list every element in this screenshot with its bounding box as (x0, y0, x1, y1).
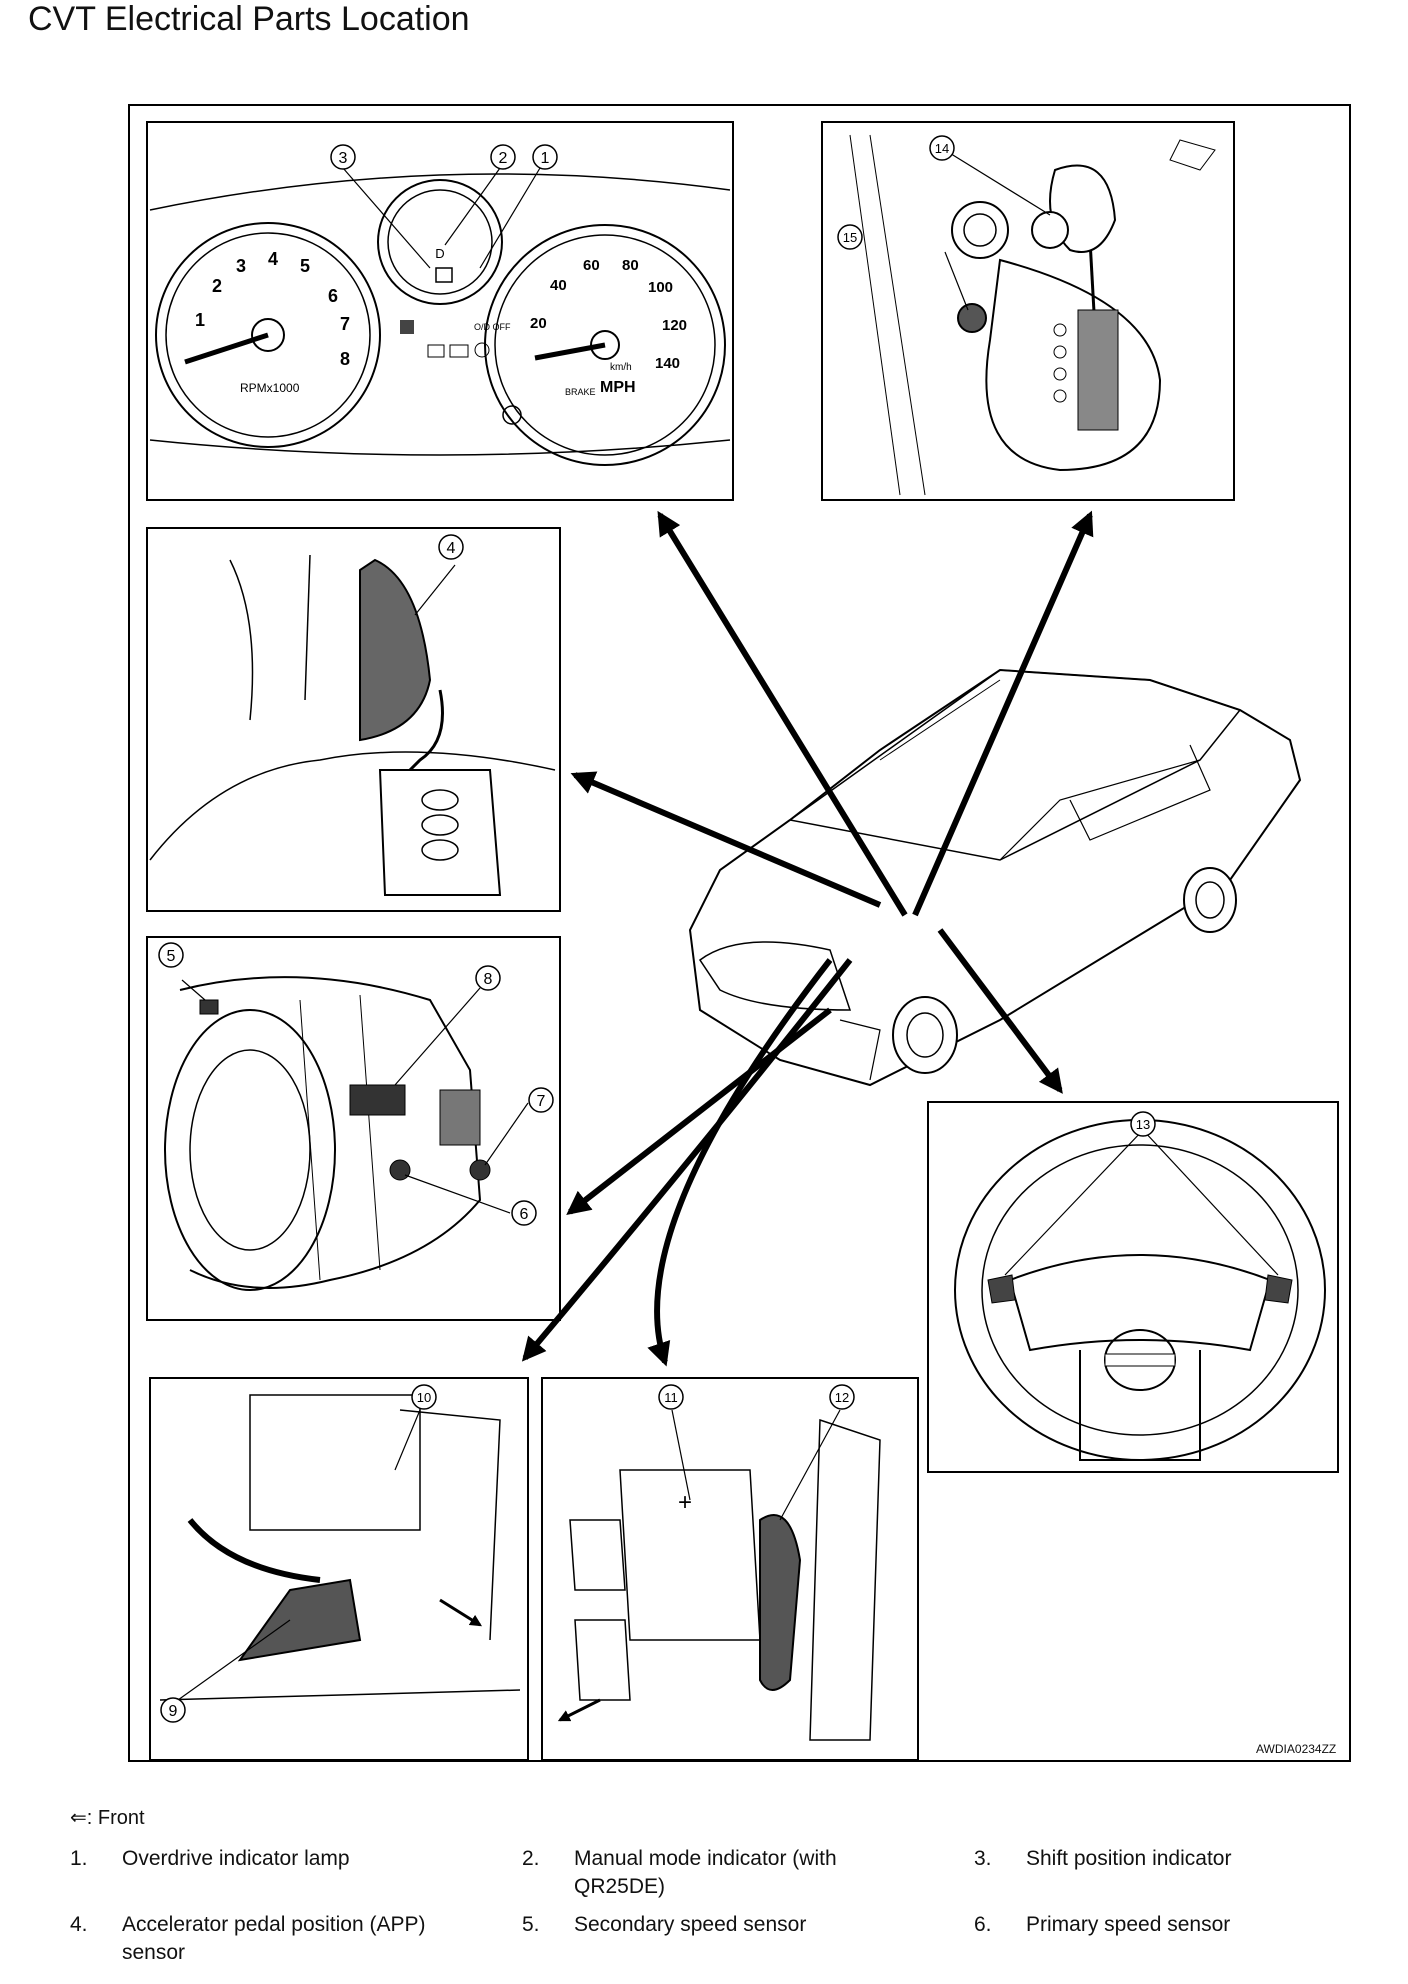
svg-text:9: 9 (169, 1703, 178, 1720)
svg-text:1: 1 (541, 150, 550, 167)
svg-text:11: 11 (664, 1390, 678, 1405)
speedometer-gauge: 20 40 60 80 100 120 140 km/h BRAKE MPH (484, 224, 726, 466)
od-off-label: O/D OFF (474, 322, 511, 332)
svg-text:4: 4 (447, 540, 456, 557)
mph-label: MPH (600, 379, 636, 396)
panel-instrument-cluster: 1 2 3 4 5 6 7 8 RPMx1000 D O/D OFF (146, 121, 734, 501)
tach-tick-6: 6 (328, 286, 338, 306)
svg-text:8: 8 (484, 971, 493, 988)
page-title: CVT Electrical Parts Location (28, 0, 470, 38)
callout-13: 13 (1130, 1111, 1156, 1137)
legend-number: 6. (974, 1913, 992, 1936)
panel-engine-bay-left (149, 1377, 529, 1761)
callout-8: 8 (475, 965, 501, 991)
shift-position-readout: D (435, 246, 444, 261)
callout-11: 11 (658, 1384, 684, 1410)
svg-text:12: 12 (835, 1390, 849, 1405)
callout-1: 1 (532, 144, 558, 170)
tach-tick-1: 1 (195, 310, 205, 330)
speedo-tick-80: 80 (622, 257, 639, 274)
legend-number: 2. (522, 1847, 540, 1870)
callout-12: 12 (829, 1384, 855, 1410)
speedo-tick-120: 120 (662, 317, 687, 334)
svg-text:13: 13 (1136, 1117, 1150, 1132)
speedo-tick-100: 100 (648, 279, 673, 296)
legend-label: Manual mode indicator (with QR25DE) (574, 1847, 837, 1898)
panel-engine-bay-right: + (541, 1377, 919, 1761)
front-direction-note: ⇐: Front (70, 1807, 145, 1829)
tach-tick-5: 5 (300, 256, 310, 276)
battery-plus-symbol: + (678, 1489, 692, 1516)
legend-label: Shift position indicator (1026, 1847, 1232, 1870)
speedo-tick-140: 140 (655, 355, 680, 372)
callout-15: 15 (837, 224, 863, 250)
legend-number: 4. (70, 1913, 88, 1936)
vehicle-illustration (688, 668, 1302, 1087)
callout-2: 2 (490, 144, 516, 170)
svg-text:5: 5 (167, 948, 176, 965)
callout-4: 4 (438, 534, 464, 560)
figure-reference-code: AWDIA0234ZZ (1256, 1742, 1337, 1756)
legend-number: 3. (974, 1847, 992, 1870)
svg-text:10: 10 (417, 1390, 431, 1405)
callout-10: 10 (411, 1384, 437, 1410)
callout-9: 9 (160, 1697, 186, 1723)
panel-shift-lever (821, 121, 1235, 501)
callouts: 1 2 3 4 5 6 7 8 9 10 11 12 13 14 15 (158, 135, 1156, 1723)
location-arrows (521, 510, 1094, 1367)
tach-tick-8: 8 (340, 349, 350, 369)
svg-text:6: 6 (520, 1206, 529, 1223)
legend-label: Overdrive indicator lamp (122, 1847, 350, 1870)
svg-text:3: 3 (339, 150, 348, 167)
legend-label: Secondary speed sensor (574, 1913, 807, 1936)
panel-transmission (146, 936, 561, 1321)
panel-steering-wheel (927, 1101, 1339, 1473)
callout-14: 14 (929, 135, 955, 161)
tachometer-gauge: 1 2 3 4 5 6 7 8 RPMx1000 (155, 222, 381, 448)
tach-tick-7: 7 (340, 314, 350, 334)
legend-label: Primary speed sensor (1026, 1913, 1231, 1936)
svg-text:15: 15 (843, 230, 857, 245)
legend-number: 1. (70, 1847, 88, 1870)
rpm-label: RPMx1000 (240, 381, 300, 395)
kmh-label: km/h (610, 362, 632, 373)
tach-tick-2: 2 (212, 276, 222, 296)
tach-tick-4: 4 (268, 249, 278, 269)
fuel-temp-gauge: D (377, 179, 503, 305)
tach-tick-3: 3 (236, 256, 246, 276)
callout-6: 6 (511, 1200, 537, 1226)
svg-text:7: 7 (537, 1093, 546, 1110)
speedo-tick-40: 40 (550, 277, 567, 294)
panel-accelerator-pedal (146, 527, 561, 912)
legend-label: Accelerator pedal position (APP) sensor (122, 1913, 426, 1964)
speedo-tick-20: 20 (530, 315, 547, 332)
callout-7: 7 (528, 1087, 554, 1113)
brake-label: BRAKE (565, 387, 596, 397)
speedo-tick-60: 60 (583, 257, 600, 274)
callout-5: 5 (158, 942, 184, 968)
svg-text:14: 14 (935, 141, 949, 156)
callout-3: 3 (330, 144, 356, 170)
svg-text:2: 2 (499, 150, 508, 167)
legend-number: 5. (522, 1913, 540, 1936)
